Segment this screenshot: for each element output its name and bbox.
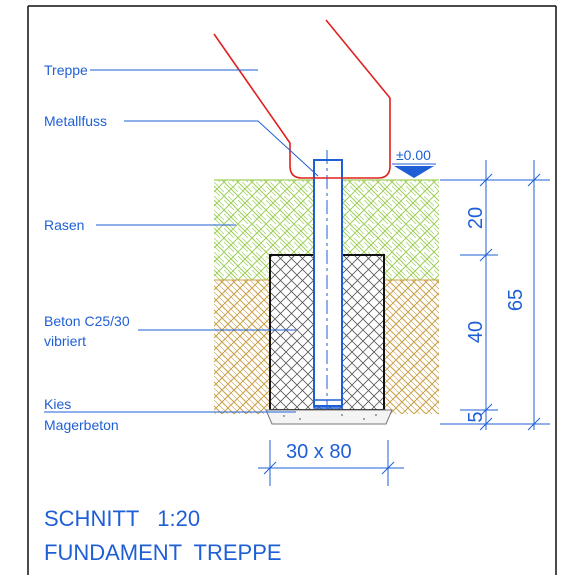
gravel-dots: [283, 414, 377, 420]
height-seg-top-text: 20: [465, 207, 487, 229]
metal-post-bg: [314, 160, 342, 406]
drawing-title-line1: SCHNITT 1:20: [44, 506, 200, 531]
level-mark-text: ±0.00: [396, 147, 431, 163]
leader-lines: [44, 69, 319, 413]
height-dimensions: [440, 160, 550, 431]
lean-concrete-layer: [265, 409, 393, 425]
label-magerbeton: Magerbeton: [44, 417, 119, 433]
label-rasen: Rasen: [44, 217, 84, 233]
width-dimension-text: 30 x 80: [286, 441, 352, 463]
metal-post: [313, 159, 343, 407]
height-total-text: 65: [505, 289, 527, 311]
label-treppe: Treppe: [44, 62, 88, 78]
label-kies: Kies: [44, 396, 71, 412]
level-mark-triangle: [394, 166, 434, 178]
stair-stringer-outline: [213, 19, 391, 179]
height-seg-bottom-text: 5: [465, 411, 487, 422]
width-dimension: [258, 440, 404, 486]
label-beton: Beton C25/30: [44, 313, 130, 329]
metal-base-plate: [313, 399, 343, 409]
label-vibriert: vibriert: [44, 333, 86, 349]
height-seg-mid-text: 40: [465, 321, 487, 343]
drawing-title-line2: FUNDAMENT TREPPE: [44, 540, 282, 565]
label-metallfuss: Metallfuss: [44, 113, 107, 129]
